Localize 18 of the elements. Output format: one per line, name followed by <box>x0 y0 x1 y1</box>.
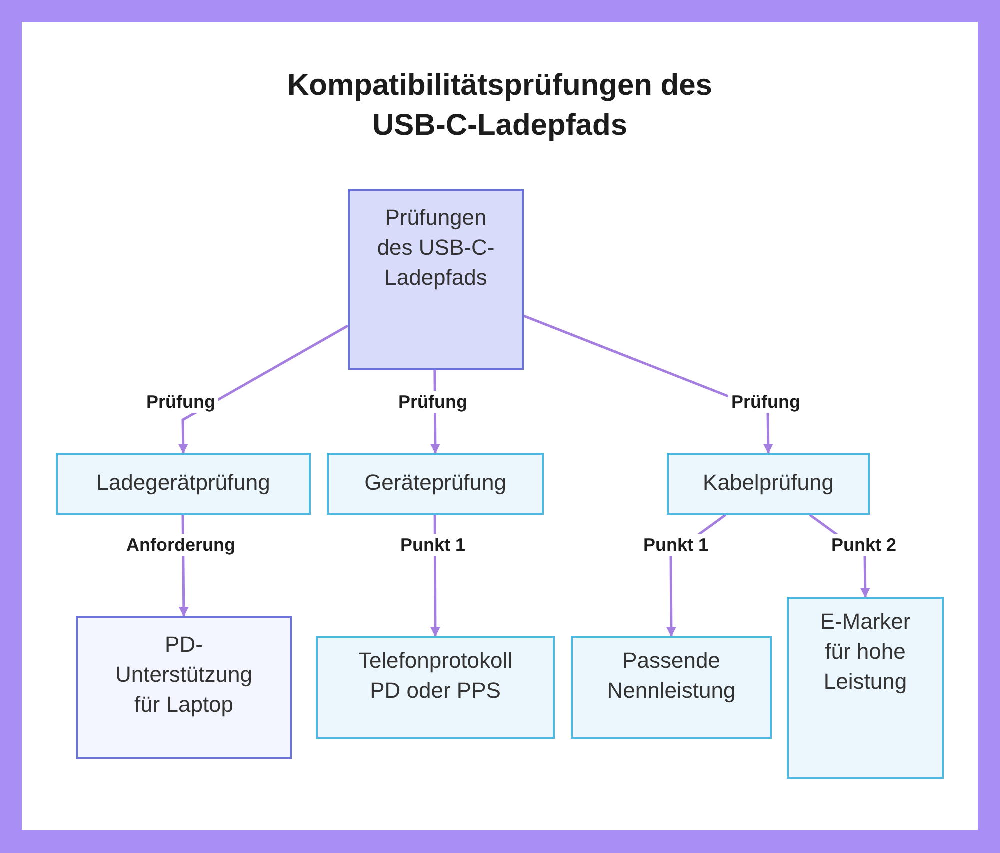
node-text: Prüfungen des USB-C-Ladepfads <box>376 204 496 292</box>
node-text: E-Marker für hohe Leistung <box>819 608 912 696</box>
process-box <box>327 453 544 515</box>
process-box <box>348 189 524 370</box>
process-box <box>667 453 870 515</box>
arrow <box>178 324 349 454</box>
diagram-title: Kompatibilitätsprüfungen des USB-C-Ladepfads <box>286 68 714 144</box>
node-text: PD-Unterstützung für Laptop <box>114 631 254 719</box>
process-box <box>76 616 292 759</box>
node-text: Geräteprüfung <box>364 469 506 497</box>
node-text: Passende Nennleistung <box>606 647 737 705</box>
node-text: Kabelprüfung <box>703 469 834 497</box>
node-text: Ladegerätprüfung <box>96 469 270 497</box>
node-text: Telefonprotokoll PD oder PPS <box>357 647 514 705</box>
process-box <box>787 597 944 779</box>
process-box <box>56 453 311 515</box>
process-box <box>571 636 772 739</box>
process-box <box>316 636 555 739</box>
